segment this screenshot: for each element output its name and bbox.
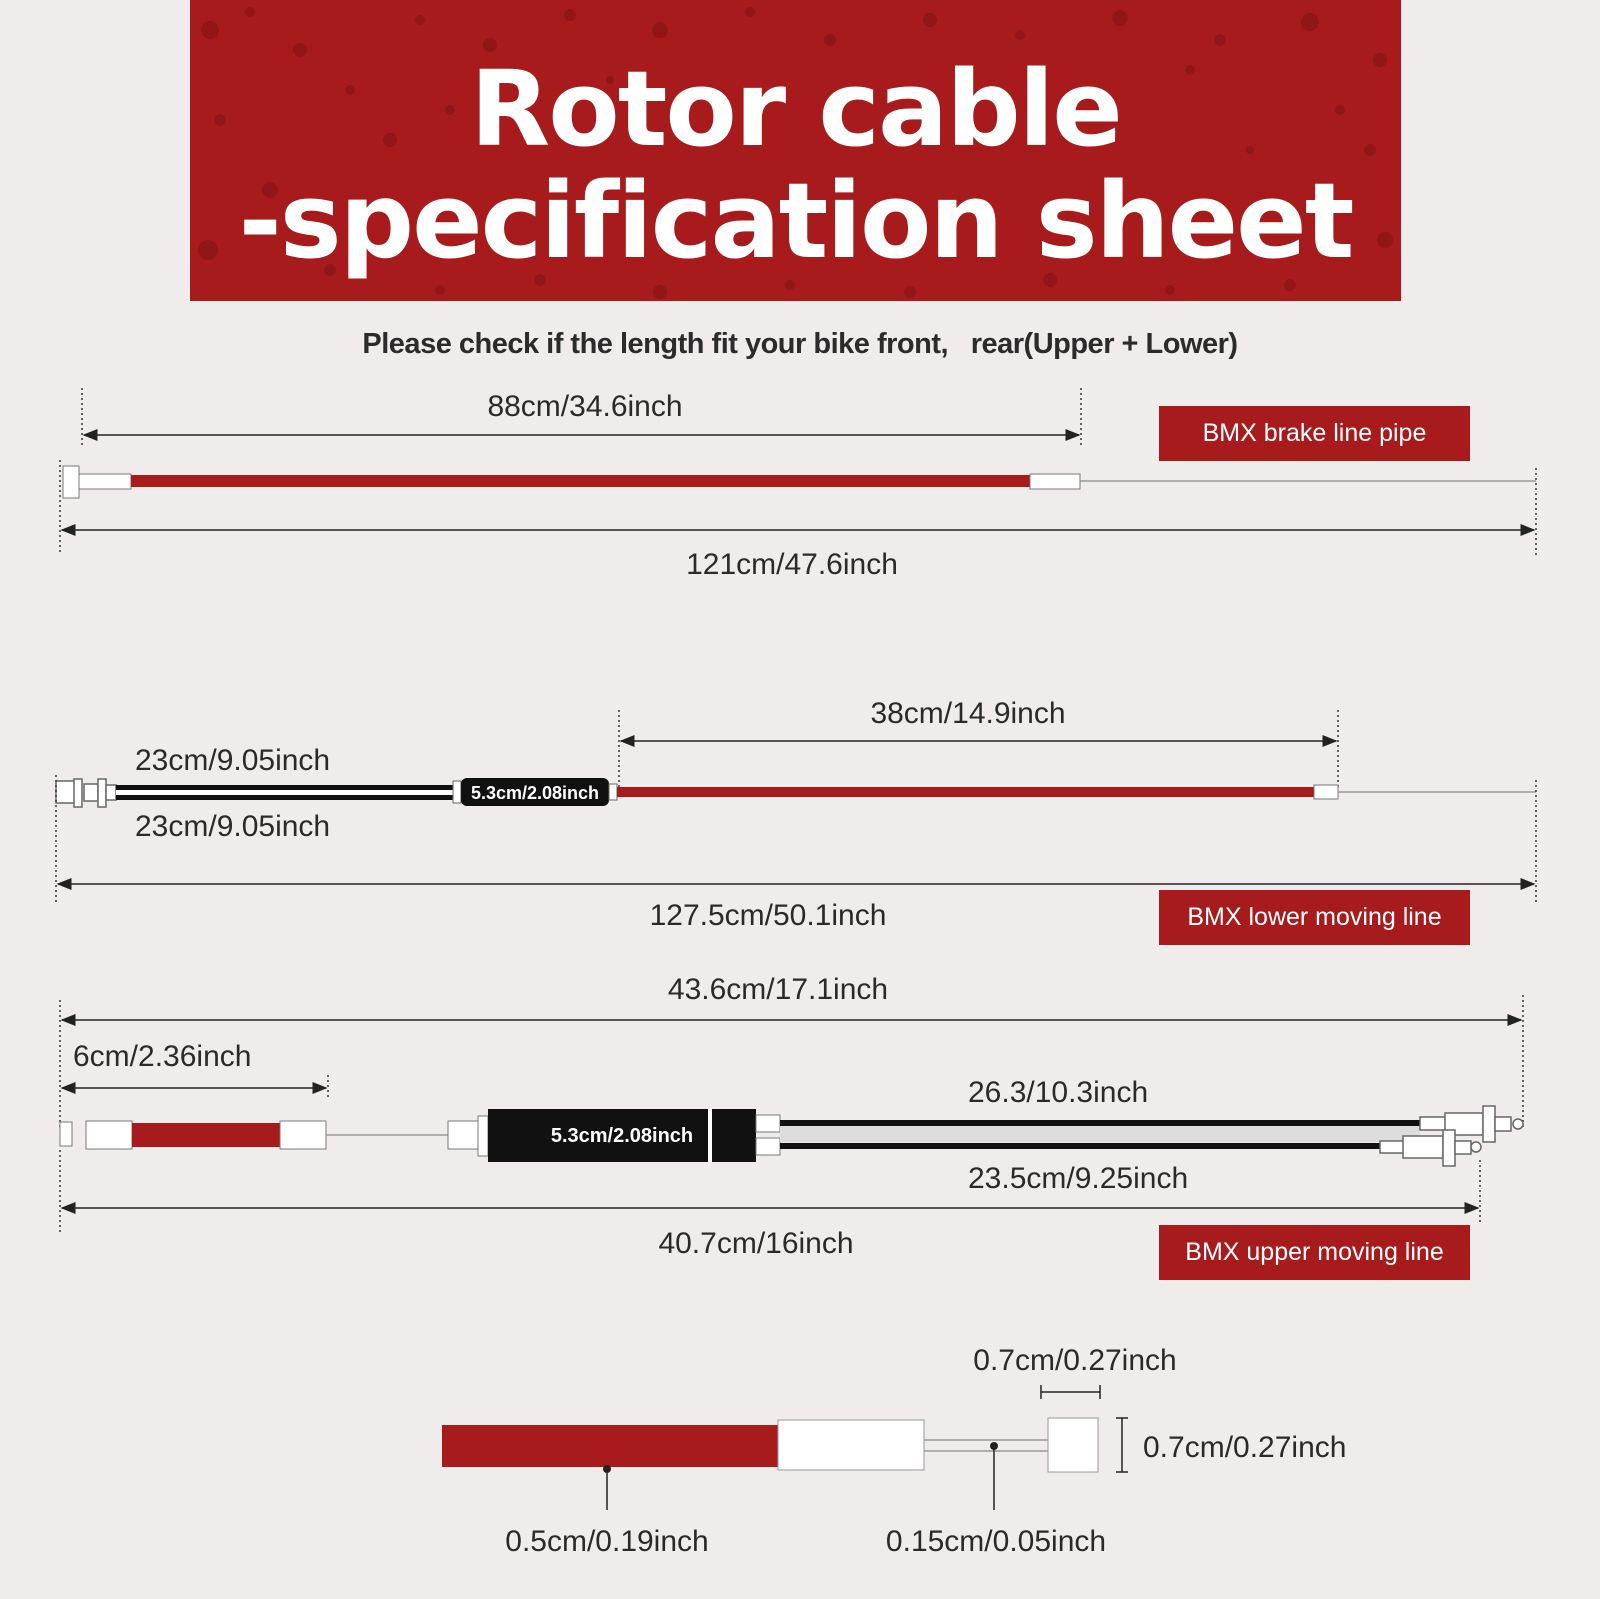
- lower-split-cable-bottom: [116, 795, 456, 800]
- lower-barrel-connector: [55, 778, 117, 808]
- brake-ferrule-right: [1029, 473, 1081, 490]
- lower-splitter-block: [461, 778, 609, 806]
- lower-ferrule-right: [1313, 784, 1339, 800]
- lower-splitter-length: 5.3cm/2.08inch: [471, 783, 599, 803]
- upper-total-bottom-length: 40.7cm/16inch: [658, 1227, 853, 1260]
- lower-line-diagram: 38cm/14.9inch 23cm/9.05inch 23cm/9.05inc…: [55, 697, 1537, 932]
- lower-split-lower-length: 23cm/9.05inch: [135, 810, 330, 843]
- tag-upper-moving-line: BMX upper moving line: [1159, 1225, 1470, 1280]
- grunge-texture: [198, 7, 1393, 299]
- brake-end-cap-left: [62, 465, 80, 499]
- lower-split-cable-top: [116, 785, 456, 790]
- upper-ferrule-left: [85, 1120, 133, 1150]
- upper-split-upper-length: 26.3/10.3inch: [968, 1076, 1148, 1109]
- upper-split-lower-length: 23.5cm/9.25inch: [968, 1162, 1188, 1195]
- upper-housing-length: 6cm/2.36inch: [73, 1040, 251, 1073]
- tag-lower-moving-line: BMX lower moving line: [1159, 890, 1470, 945]
- title-line-2: -specification sheet: [238, 160, 1355, 282]
- lower-housing-length: 38cm/14.9inch: [870, 697, 1065, 730]
- lower-total-length: 127.5cm/50.1inch: [650, 899, 887, 932]
- fit-check-note: Please check if the length fit your bike…: [362, 328, 1238, 360]
- title-banner: Rotor cable -specification sheet: [190, 0, 1401, 301]
- upper-housing: [132, 1123, 280, 1147]
- upper-line-diagram: 43.6cm/17.1inch 6cm/2.36inch 5.3cm/2.08i…: [59, 973, 1524, 1260]
- wire-diameter-label: 0.15cm/0.05inch: [886, 1525, 1106, 1558]
- lower-housing: [617, 787, 1314, 797]
- detail-end-cap: [1047, 1417, 1099, 1473]
- brake-housing-length: 88cm/34.6inch: [487, 390, 682, 423]
- lower-split-upper-length: 23cm/9.05inch: [135, 744, 330, 777]
- upper-total-top-length: 43.6cm/17.1inch: [668, 973, 888, 1006]
- brake-total-length: 121cm/47.6inch: [686, 548, 898, 581]
- upper-split-cable-bottom: [780, 1143, 1380, 1149]
- end-cap-height-label: 0.7cm/0.27inch: [1143, 1431, 1346, 1464]
- housing-diameter-label: 0.5cm/0.19inch: [505, 1525, 708, 1558]
- title-line-1: Rotor cable: [470, 48, 1123, 170]
- detail-ferrule: [777, 1419, 925, 1471]
- detail-housing: [442, 1425, 778, 1467]
- brake-housing: [131, 475, 1030, 487]
- tag-brake-line-pipe: BMX brake line pipe: [1159, 406, 1470, 461]
- brake-line-diagram: 88cm/34.6inch 121cm/47.6inch: [59, 388, 1537, 581]
- upper-splitter-length: 5.3cm/2.08inch: [551, 1125, 693, 1147]
- cable-end-detail: 0.7cm/0.27inch 0.7cm/0.27inch 0.5cm/0.19…: [442, 1344, 1346, 1558]
- upper-ferrule-right: [279, 1120, 327, 1150]
- end-cap-width-label: 0.7cm/0.27inch: [973, 1344, 1176, 1377]
- upper-barrel-connector-bottom: [1379, 1129, 1482, 1167]
- upper-splitter-block: [488, 1109, 708, 1162]
- brake-ferrule-left: [78, 473, 132, 490]
- upper-split-cable-top: [780, 1120, 1420, 1126]
